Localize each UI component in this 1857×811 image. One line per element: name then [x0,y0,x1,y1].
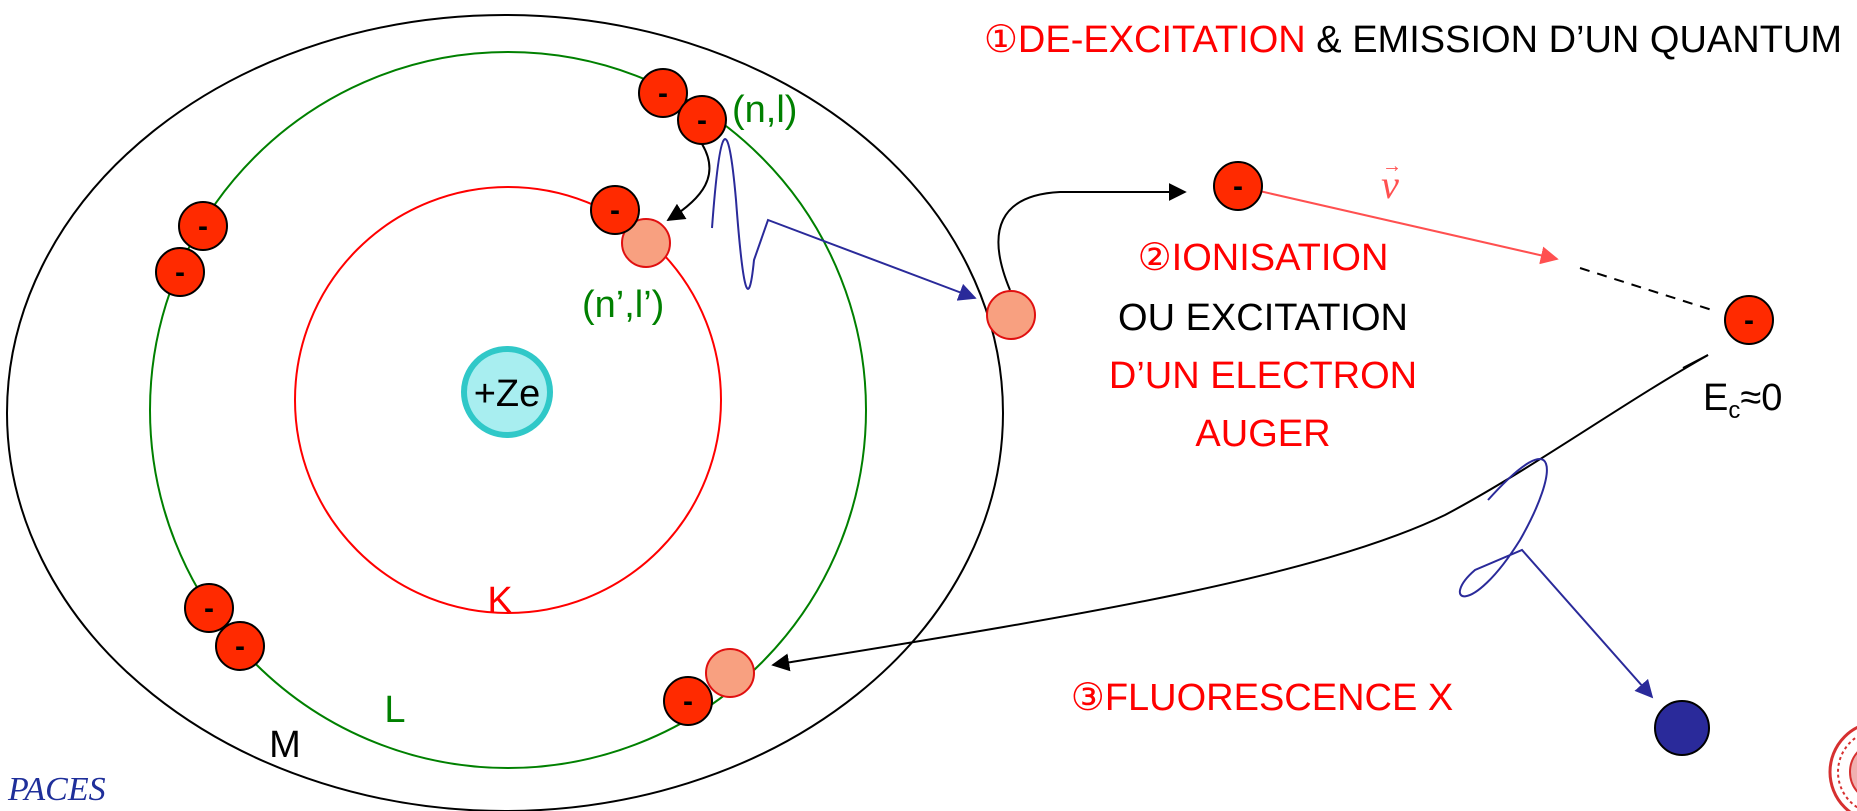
auger-electron: - [1213,161,1263,211]
paces-logo-text: PACES [7,771,106,808]
svg-text:-: - [235,630,245,663]
svg-text:-: - [683,685,693,718]
svg-text:-: - [198,210,208,243]
capture-tick [1682,354,1709,369]
velocity-arrow [1254,189,1559,265]
electron: - [178,201,228,251]
nucleus: +Ze [461,346,553,438]
shell-k-orbit [294,186,722,614]
energy-label: Ec≈0 [1703,377,1782,424]
electron: - [184,583,234,633]
electron: - [590,185,640,235]
photon-wave-2 [1458,458,1654,699]
shell-m-orbit [6,14,1004,811]
svg-text:-: - [1744,304,1754,337]
university-seal-icon [1828,725,1857,811]
ionisation-line2: OU EXCITATION [1118,297,1408,339]
transition-arrow [666,137,711,221]
shell-m-label: M [269,724,301,766]
vacancy-m [986,290,1036,340]
svg-text:-: - [1233,170,1243,203]
shell-k-label: K [487,580,512,622]
shell-l-orbit [149,51,867,769]
title-de-excitation: ①DE-EXCITATION & EMISSION D’UN QUANTUM [984,19,1842,61]
vacancy-k [621,218,671,268]
svg-text:-: - [610,194,620,227]
ionisation-heading: ②IONISATION [1138,237,1389,279]
svg-text:-: - [204,592,214,625]
electron-n-l: - [677,95,727,145]
nucleus-label: +Ze [474,373,541,415]
electron: - [215,621,265,671]
svg-text:-: - [658,77,668,110]
dashed-line [1579,267,1713,311]
state-final-label: (n’,l’) [582,284,664,326]
electron: - [663,676,713,726]
return-arrow [771,354,1709,672]
ionisation-line3: D’UN ELECTRON [1109,355,1417,397]
state-initial-label: (n,l) [732,89,797,131]
velocity-symbol: v → [1381,155,1402,207]
vacancy-l [705,648,755,698]
electron: - [155,247,205,297]
slow-electron: - [1724,295,1774,345]
svg-text:-: - [697,104,707,137]
shell-l-label: L [384,689,405,731]
svg-text:-: - [175,256,185,289]
photon-wave-1 [711,138,977,301]
electron: - [638,68,688,118]
svg-text:→: → [1382,155,1402,177]
ionisation-line4: AUGER [1195,413,1330,455]
fluorescence-photon-dot [1654,700,1710,756]
fluorescence-label: ③FLUORESCENCE X [1071,677,1453,719]
svg-text:v: v [1381,162,1399,207]
ejection-arrow [997,183,1187,291]
